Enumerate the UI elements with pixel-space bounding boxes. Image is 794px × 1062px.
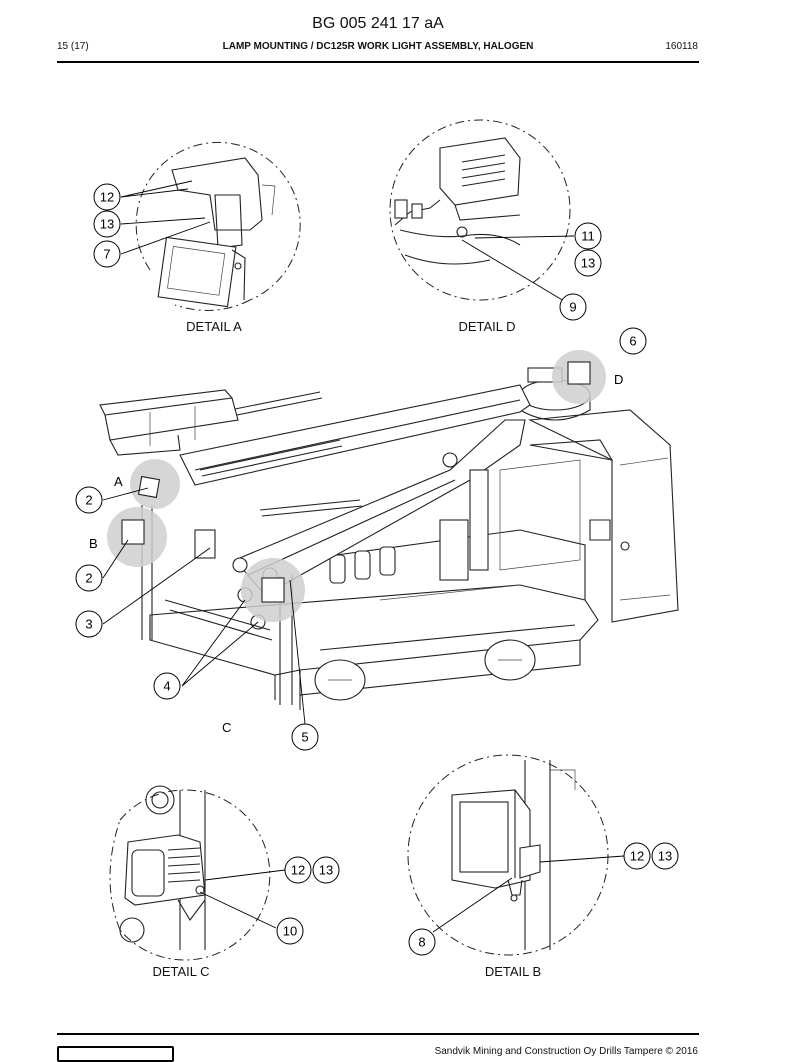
svg-text:8: 8 — [418, 935, 425, 950]
svg-text:13: 13 — [100, 217, 114, 232]
svg-text:3: 3 — [85, 617, 92, 632]
svg-text:12: 12 — [100, 190, 114, 205]
detail-a-caption: DETAIL A — [186, 319, 242, 334]
detail-b-caption: DETAIL B — [484, 964, 542, 979]
letter-d: D — [614, 372, 623, 387]
footer-rule — [57, 1033, 699, 1035]
leader-lines — [102, 180, 625, 933]
callout-12-detail-a: 12 — [93, 183, 121, 211]
callout-9: 9 — [559, 293, 587, 321]
date-code: 160118 — [665, 41, 698, 52]
callout-12-detail-b: 12 — [623, 842, 651, 870]
callout-10: 10 — [276, 917, 304, 945]
svg-text:13: 13 — [319, 863, 333, 878]
callout-12-detail-c: 12 — [284, 856, 312, 884]
page-indicator: 15 (17) — [57, 41, 89, 52]
svg-text:12: 12 — [630, 849, 644, 864]
callout-13-detail-a: 13 — [93, 210, 121, 238]
letter-b: B — [89, 536, 98, 551]
callout-11: 11 — [574, 222, 602, 250]
callout-5: 5 — [291, 723, 319, 751]
svg-text:12: 12 — [291, 863, 305, 878]
machine-main-view — [99, 350, 679, 710]
callout-2-b: 2 — [75, 564, 103, 592]
page-title: LAMP MOUNTING / DC125R WORK LIGHT ASSEMB… — [222, 41, 534, 52]
letter-a: A — [114, 474, 123, 489]
svg-text:6: 6 — [629, 334, 636, 349]
callout-6: 6 — [619, 327, 647, 355]
detail-b-view — [407, 754, 609, 956]
header-rule — [57, 61, 699, 63]
svg-text:2: 2 — [85, 571, 92, 586]
detail-a-view — [135, 141, 301, 311]
brand-logo — [57, 1046, 174, 1062]
callout-13-detail-d: 13 — [574, 249, 602, 277]
detail-d-view — [389, 119, 571, 301]
callout-4: 4 — [153, 672, 181, 700]
footer-copyright: Sandvik Mining and Construction Oy Drill… — [434, 1046, 698, 1057]
svg-text:13: 13 — [658, 849, 672, 864]
svg-text:2: 2 — [85, 493, 92, 508]
document-number: BG 005 241 17 aA — [312, 15, 444, 32]
detail-c-view — [109, 785, 271, 961]
svg-text:5: 5 — [301, 730, 308, 745]
callout-3: 3 — [75, 610, 103, 638]
detail-letters: A B C D — [89, 372, 623, 735]
svg-text:7: 7 — [103, 247, 110, 262]
callout-13-detail-b: 13 — [651, 842, 679, 870]
callouts: 12 13 7 11 13 9 6 2 2 3 4 5 12 13 10 12 … — [75, 183, 679, 956]
svg-text:13: 13 — [581, 256, 595, 271]
svg-text:4: 4 — [163, 679, 170, 694]
svg-text:10: 10 — [283, 924, 297, 939]
letter-c: C — [222, 720, 231, 735]
callout-13-detail-c: 13 — [312, 856, 340, 884]
svg-text:9: 9 — [569, 300, 576, 315]
callout-8: 8 — [408, 928, 436, 956]
detail-c-caption: DETAIL C — [152, 964, 210, 979]
svg-text:11: 11 — [581, 229, 595, 244]
callout-2-a: 2 — [75, 486, 103, 514]
detail-d-caption: DETAIL D — [458, 319, 516, 334]
callout-7: 7 — [93, 240, 121, 268]
